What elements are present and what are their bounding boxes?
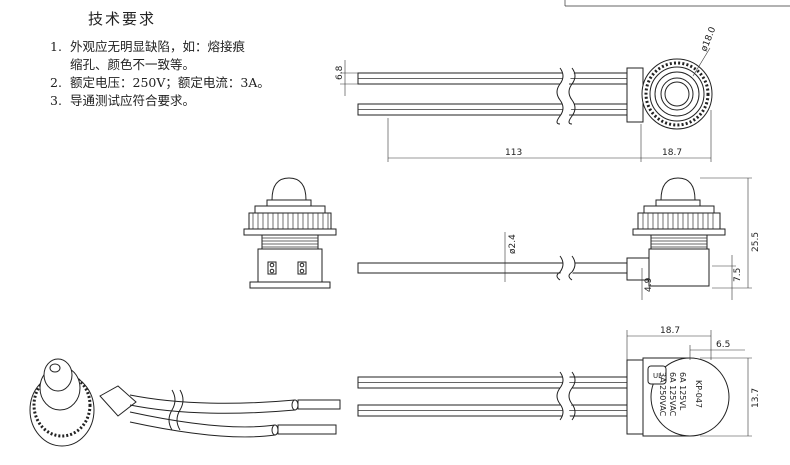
requirement-text: 额定电压：250V；额定电流：3A。: [70, 75, 270, 90]
wire-end: [271, 424, 279, 436]
knob-knurl-band: [248, 212, 332, 230]
lens-dome: [43, 358, 73, 392]
lens-dome: [660, 177, 696, 201]
dim-wire-length: 113: [505, 148, 522, 158]
requirement-item-2: 2. 额定电压：250V；额定电流：3A。: [50, 74, 270, 92]
wire-lower-edge: [129, 421, 276, 438]
requirements-title: 技术要求: [88, 10, 157, 28]
knob-top: [254, 205, 326, 214]
label-rating-3: 6A 125VL: [678, 372, 687, 411]
wire-boot: [99, 385, 137, 417]
lens-dome: [271, 177, 307, 201]
wire-lower: [129, 411, 276, 428]
side-view-right: 25.5 7.5 4.9 ø2.4: [357, 177, 761, 300]
dim-wire-offset-left: 4.9: [644, 277, 654, 292]
requirement-item-3: 3. 导通测试应符合要求。: [50, 92, 270, 110]
break-line: [556, 371, 564, 421]
front-view-left: [243, 177, 337, 289]
dim-body-height: 13.7: [751, 388, 761, 408]
lens-outer: [660, 77, 694, 111]
requirements-list: 1. 外观应无明显缺陷，如：熔接痕 缩孔、颜色不一致等。 2. 额定电压：250…: [50, 38, 270, 110]
bottom-view: 3A 250VAC 6A 125VAC 6A 125VL KP-047 UL 1…: [357, 326, 761, 437]
dim-label-width: 6.5: [716, 340, 730, 350]
thread-lines: [651, 237, 707, 248]
lens-highlight: [49, 363, 61, 373]
wire: [357, 262, 629, 274]
dim-outer-diameter: ø18.0: [700, 25, 719, 53]
housing-side: [626, 67, 644, 123]
wire-tip-bare: [297, 399, 341, 410]
panel-flange: [632, 228, 726, 236]
thread-lines: [262, 237, 318, 248]
wire-tip-bare: [277, 424, 337, 435]
terminal-hole: [299, 262, 305, 268]
break-line: [176, 389, 184, 431]
terminal-left: [267, 261, 277, 275]
break-line: [556, 67, 564, 125]
switch-body: [648, 248, 710, 287]
body-curve: [650, 357, 691, 437]
isometric-view: [29, 358, 341, 447]
knurl-lines: [642, 213, 714, 229]
dim-wire-pitch: 6.8: [335, 65, 345, 80]
requirement-text: 外观应无明显缺陷，如：熔接痕: [70, 39, 246, 54]
dim-body-width-top: 18.7: [662, 148, 682, 158]
dim-leader: [692, 47, 711, 77]
break-gap: [557, 258, 575, 278]
lens-collar: [655, 199, 701, 207]
requirement-number: 2.: [50, 75, 62, 90]
requirement-item-1: 1. 外观应无明显缺陷，如：熔接痕 缩孔、颜色不一致等。: [50, 38, 270, 74]
requirement-number: 1.: [50, 39, 62, 54]
break-line: [168, 389, 176, 431]
break-gap: [557, 372, 575, 420]
terminal-right: [297, 261, 307, 275]
knob-top: [643, 205, 715, 214]
knob-ring: [649, 66, 705, 122]
label-cert: UL: [653, 372, 662, 380]
terminal-hole: [299, 268, 305, 274]
requirement-text-cont: 缩孔、颜色不一致等。: [70, 57, 196, 72]
label-model: KP-047: [694, 380, 703, 408]
dim-body-width-bottom: 18.7: [660, 326, 680, 336]
break-line: [568, 371, 576, 421]
label-rating-2: 6A 125VAC: [668, 372, 677, 417]
break-line: [568, 67, 576, 125]
requirement-text: 导通测试应符合要求。: [70, 93, 196, 108]
break-line: [568, 255, 576, 281]
top-view: ø18.0 6.8 113 18.7: [335, 25, 718, 162]
dim-total-height: 25.5: [751, 232, 761, 252]
knob-ring-inner: [654, 71, 700, 117]
wire-upper: [129, 394, 296, 404]
wire-end: [291, 399, 299, 411]
wire-upper-edge: [129, 404, 296, 414]
knurl-lines: [252, 213, 329, 229]
body-base: [249, 281, 331, 289]
lens-collar: [266, 199, 312, 207]
knob-knurl: [644, 61, 710, 127]
ul-mark-icon: [647, 365, 667, 385]
terminal-hole: [269, 268, 275, 274]
lens-inner: [664, 81, 690, 107]
panel-flange: [243, 228, 337, 236]
dim-wire-offset-right: 7.5: [733, 268, 743, 282]
wire-boot: [626, 257, 650, 281]
terminal-hole: [269, 262, 275, 268]
housing-side: [626, 359, 644, 435]
dim-wire-diameter: ø2.4: [508, 234, 518, 254]
requirement-number: 3.: [50, 93, 62, 108]
break-line: [556, 255, 564, 281]
knob-knurl: [32, 372, 92, 438]
label-rating-1: 3A 250VAC: [658, 372, 667, 417]
knob-outer: [641, 58, 713, 130]
